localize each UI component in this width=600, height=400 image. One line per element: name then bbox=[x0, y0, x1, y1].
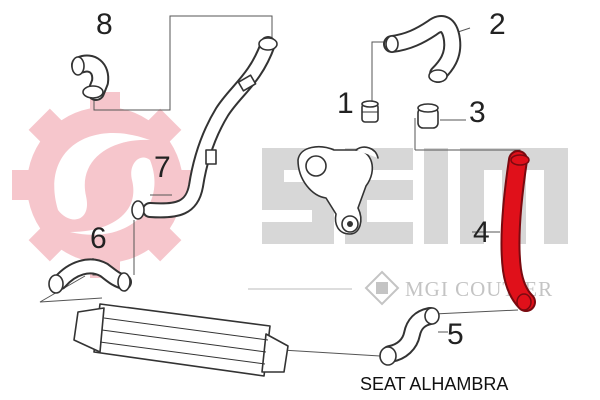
part-8-elbow-hose bbox=[71, 54, 110, 101]
part-4-highlighted-hose bbox=[500, 150, 536, 312]
part-7-long-pipe bbox=[131, 36, 278, 220]
part-1-connector bbox=[361, 100, 379, 123]
callout-3: 3 bbox=[469, 96, 486, 129]
vehicle-caption: SEAT ALHAMBRA bbox=[360, 374, 508, 394]
callout-1: 1 bbox=[337, 87, 354, 120]
callout-8: 8 bbox=[96, 8, 113, 41]
part-6-hose bbox=[48, 258, 132, 294]
part-2-upper-hose bbox=[383, 15, 462, 83]
callout-5: 5 bbox=[447, 318, 464, 351]
intercooler bbox=[73, 303, 289, 377]
callout-6: 6 bbox=[90, 222, 107, 255]
callout-7: 7 bbox=[154, 151, 171, 184]
part-3-sleeve bbox=[417, 103, 439, 129]
callout-4: 4 bbox=[473, 216, 490, 249]
throttle-body bbox=[297, 146, 379, 235]
part-5-hose bbox=[379, 307, 440, 366]
callout-2: 2 bbox=[489, 8, 506, 41]
mgi-coutier-logo bbox=[364, 270, 400, 306]
